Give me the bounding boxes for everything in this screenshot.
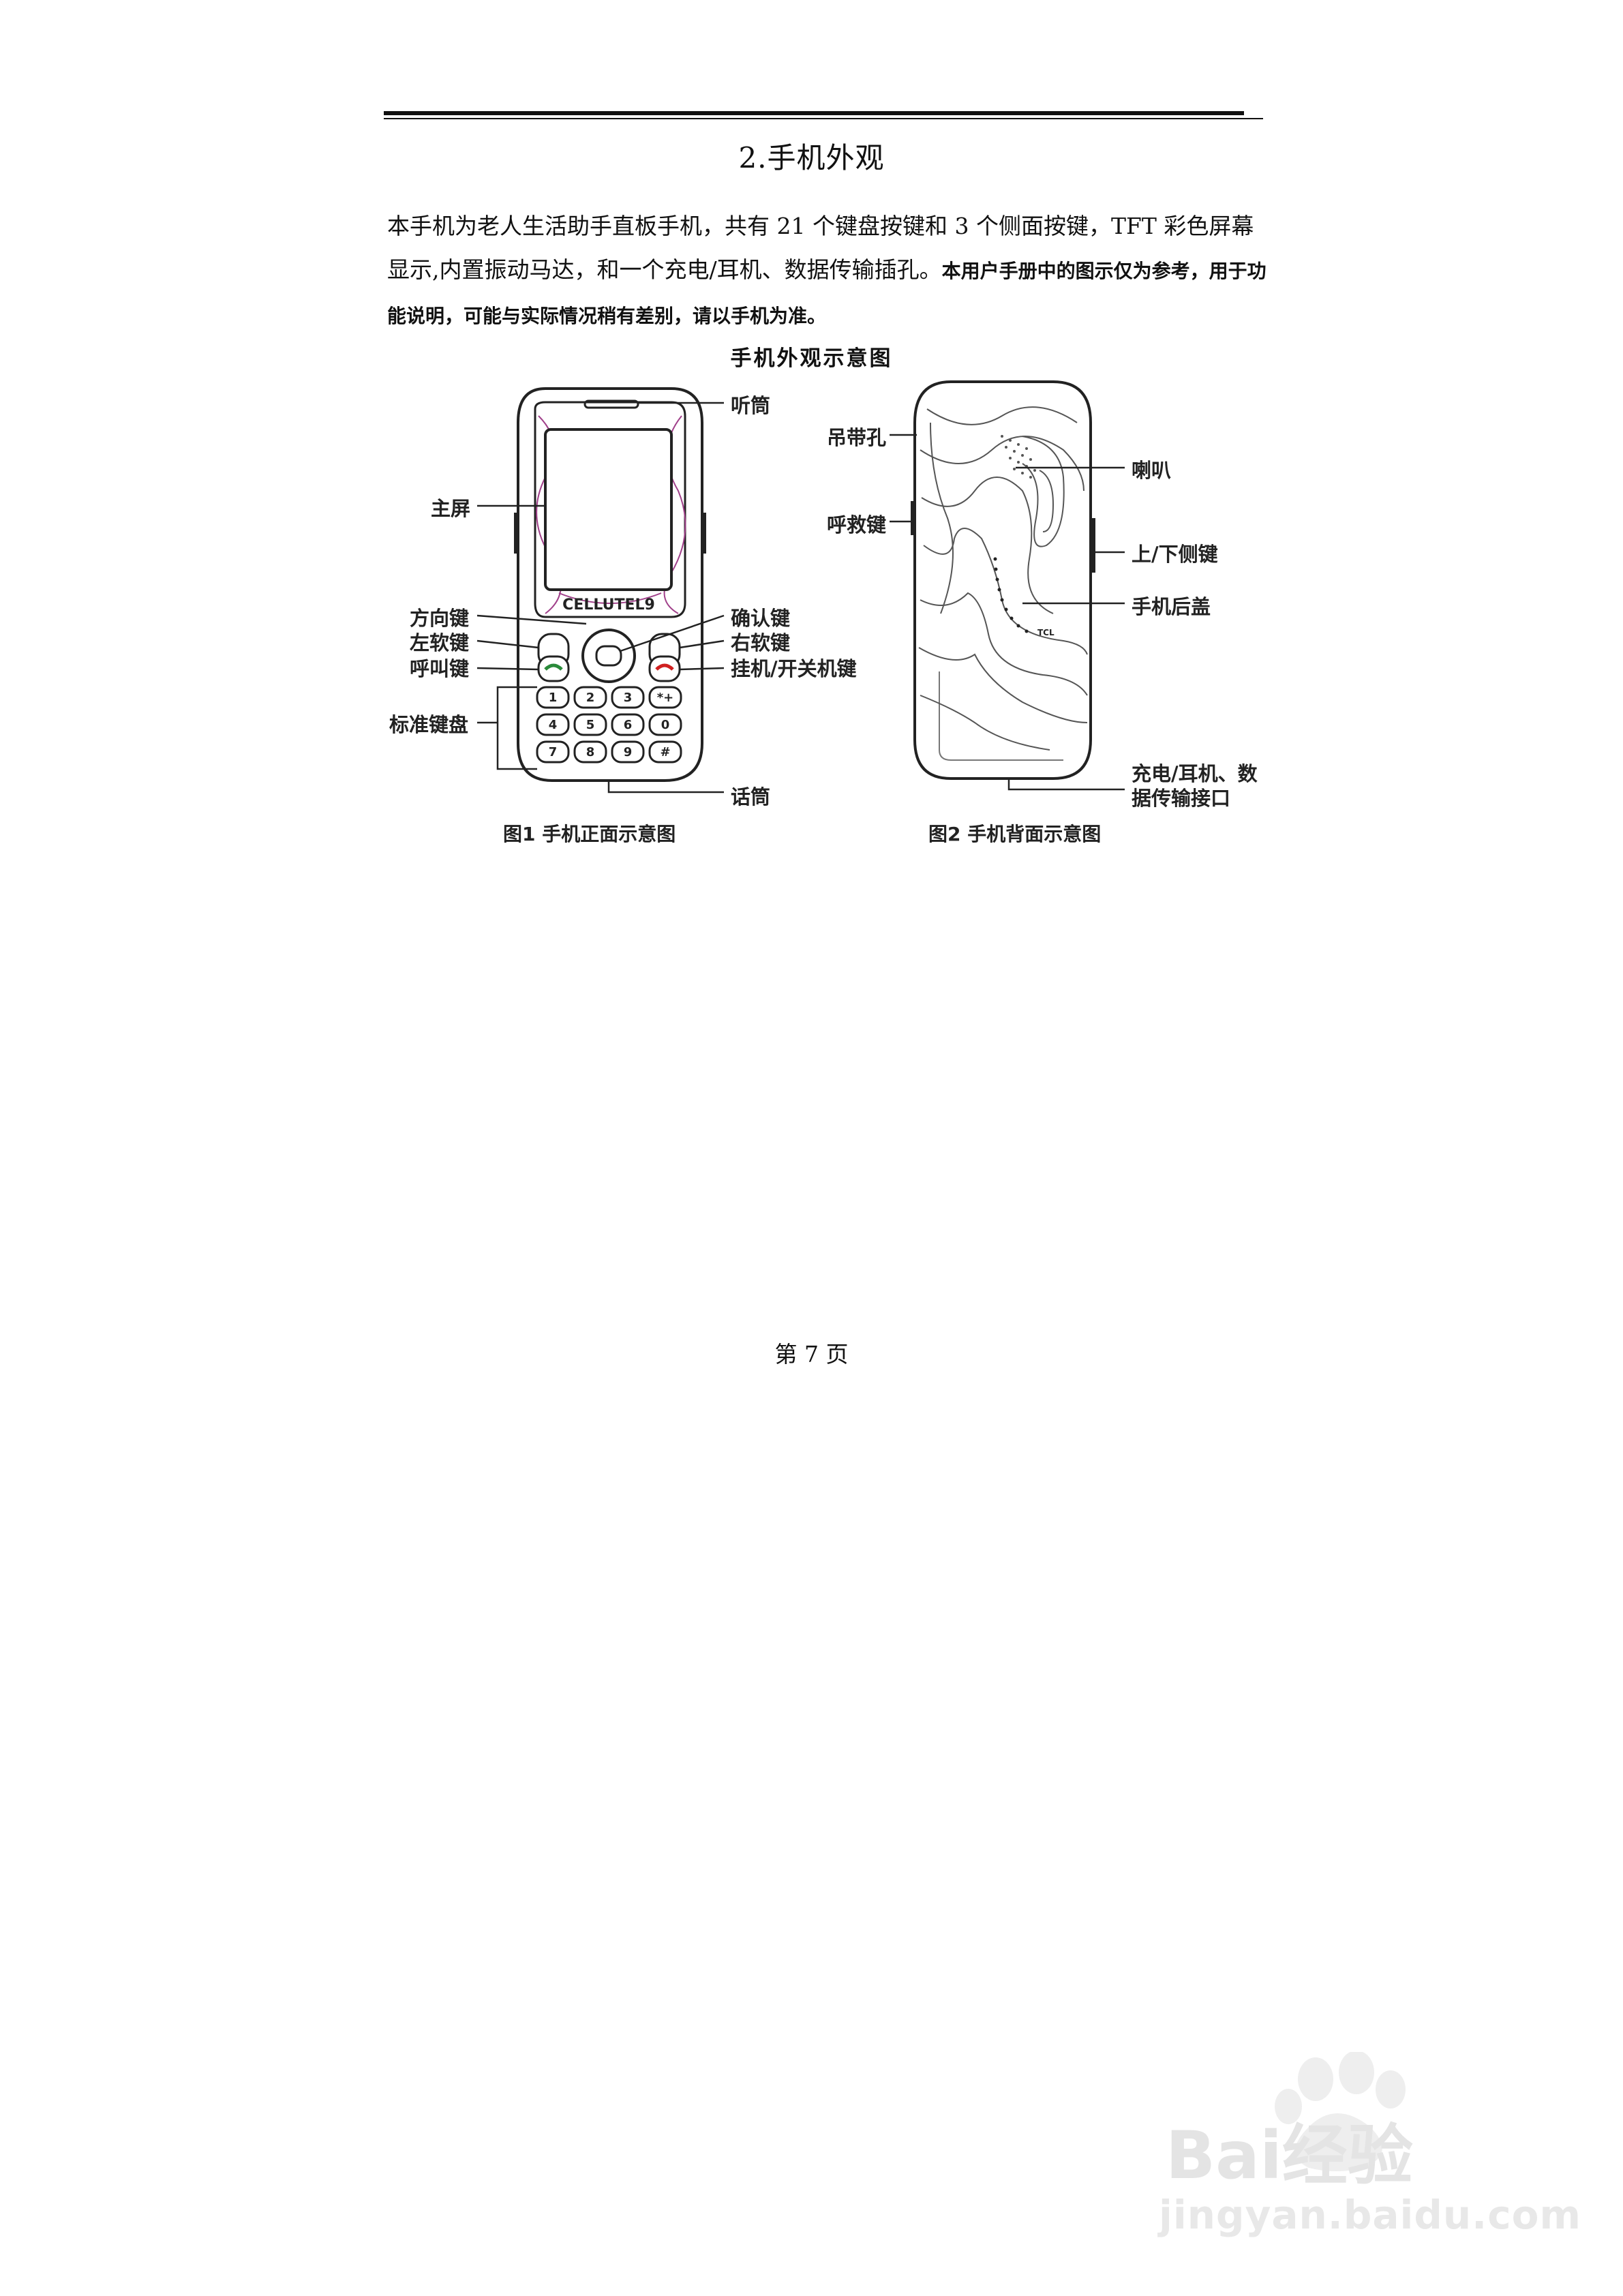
- front-pattern-bottom: [558, 592, 662, 604]
- keypad-key-label: 4: [549, 718, 558, 732]
- front-body-outline: [517, 387, 703, 782]
- front-side-button-left: [514, 513, 518, 554]
- leader-microphone: [607, 781, 724, 794]
- label-call-key: 呼叫键: [410, 657, 470, 680]
- figure-title: 手机外观示意图: [730, 346, 893, 371]
- label-speaker: 喇叭: [1132, 459, 1172, 482]
- keypad-glyphs: 1 2 3 *+ 4 5 6 0 7 8 9 #: [549, 691, 674, 759]
- keypad-key: [536, 713, 570, 736]
- page-number: 第 7 页: [774, 1341, 849, 1368]
- watermark-logo-text: Bai经验: [1166, 2117, 1413, 2188]
- keypad-key: [648, 686, 682, 709]
- back-body-outline: [913, 380, 1092, 780]
- back-cover-pattern: [918, 406, 1088, 751]
- front-side-button-right: [702, 513, 706, 554]
- dotted-arc: [993, 557, 1029, 633]
- keypad: [536, 686, 682, 764]
- keypad-key-label: *+: [657, 691, 674, 705]
- leader-confirm-key: [620, 614, 725, 652]
- label-strap-hole: 吊带孔: [827, 426, 887, 449]
- back-phone: [911, 380, 1095, 780]
- front-phone: [514, 387, 706, 782]
- leader-port: [1007, 779, 1125, 791]
- back-brand: TCL: [1037, 628, 1055, 637]
- label-keypad: 标准键盘: [389, 713, 469, 736]
- caption-back: 图2 手机背面示意图: [928, 823, 1102, 845]
- keypad-key-label: #: [660, 745, 670, 759]
- keypad-key: [573, 713, 607, 736]
- watermark-url: jingyan.baidu.com: [1159, 2192, 1581, 2238]
- keypad-key-label: 0: [661, 718, 670, 732]
- label-back-cover: 手机后盖: [1132, 595, 1211, 618]
- keypad-key: [573, 686, 607, 709]
- main-screen: [544, 428, 673, 591]
- label-port-line1: 充电/耳机、数: [1132, 762, 1258, 785]
- front-leader-lines: [476, 402, 725, 794]
- label-main-screen: 主屏: [431, 497, 471, 520]
- confirm-key: [595, 645, 622, 667]
- direction-key: [581, 629, 636, 683]
- call-key: [537, 655, 570, 682]
- label-microphone: 话筒: [731, 785, 771, 809]
- keypad-key: [611, 713, 645, 736]
- intro-paragraph: 本手机为老人生活助手直板手机，共有 21 个键盘按键和 3 个侧面按键，TFT …: [387, 205, 1266, 338]
- leader-call-key: [476, 667, 539, 671]
- keypad-key-label: 2: [586, 691, 595, 705]
- leader-left-soft-key: [476, 639, 539, 649]
- label-port-line2: 据传输接口: [1132, 787, 1231, 810]
- end-power-key: [648, 655, 681, 682]
- keypad-key-label: 7: [549, 745, 558, 759]
- header-rule-thin: [384, 118, 1263, 119]
- keypad-key: [536, 686, 570, 709]
- intro-bold-text: 本用户手册中的图示仅为参考，用于功能说明，可能与实际情况稍有差别，请以手机为准。: [387, 260, 1266, 327]
- leader-right-soft-key: [679, 639, 725, 649]
- section-title: 2.手机外观: [738, 141, 885, 175]
- header-rule-thick: [384, 111, 1244, 115]
- label-sos-key: 呼救键: [827, 513, 887, 537]
- label-left-soft-key: 左软键: [410, 631, 470, 654]
- back-inner-contour: [939, 671, 1063, 761]
- back-leader-lines: [890, 434, 1125, 791]
- label-direction-key: 方向键: [410, 607, 470, 630]
- sos-key: [911, 501, 915, 535]
- front-bezel: [534, 401, 686, 618]
- call-end-keys: [537, 655, 681, 682]
- label-right-soft-key: 右软键: [731, 631, 791, 654]
- label-end-power-key: 挂机/开关机键: [731, 657, 857, 680]
- earpiece-slot: [583, 399, 639, 409]
- label-side-keys: 上/下侧键: [1132, 543, 1218, 566]
- keypad-key-label: 8: [586, 745, 595, 759]
- keypad-key: [648, 713, 682, 736]
- baidu-watermark-logo: Bai经验: [1166, 2052, 1413, 2188]
- leader-keypad-bracket: [496, 686, 537, 770]
- call-icon: [544, 663, 563, 671]
- keypad-key: [536, 740, 570, 764]
- phone-diagram: 1 2 3 *+ 4 5 6 0 7 8 9 # CELLUTEL9: [476, 380, 1125, 794]
- keypad-key: [611, 740, 645, 764]
- end-call-icon: [655, 663, 674, 671]
- keypad-key: [611, 686, 645, 709]
- label-confirm-key: 确认键: [731, 607, 791, 630]
- phone-brand: CELLUTEL9: [562, 596, 655, 614]
- side-keys: [1091, 518, 1095, 573]
- keypad-key-label: 9: [624, 745, 633, 759]
- keypad-key: [648, 740, 682, 764]
- leader-end-key: [679, 667, 725, 671]
- caption-front: 图1 手机正面示意图: [503, 823, 676, 845]
- keypad-key-label: 1: [549, 691, 558, 705]
- intro-normal-text: 本手机为老人生活助手直板手机，共有 21 个键盘按键和 3 个侧面按键，TFT …: [387, 213, 1254, 283]
- keypad-key-label: 5: [586, 718, 595, 732]
- keypad-key-label: 3: [624, 691, 633, 705]
- paw-icon: [1275, 2052, 1406, 2171]
- leader-direction-key: [476, 614, 587, 625]
- label-earpiece: 听筒: [731, 394, 771, 417]
- keypad-key-label: 6: [624, 718, 633, 732]
- keypad-key: [573, 740, 607, 764]
